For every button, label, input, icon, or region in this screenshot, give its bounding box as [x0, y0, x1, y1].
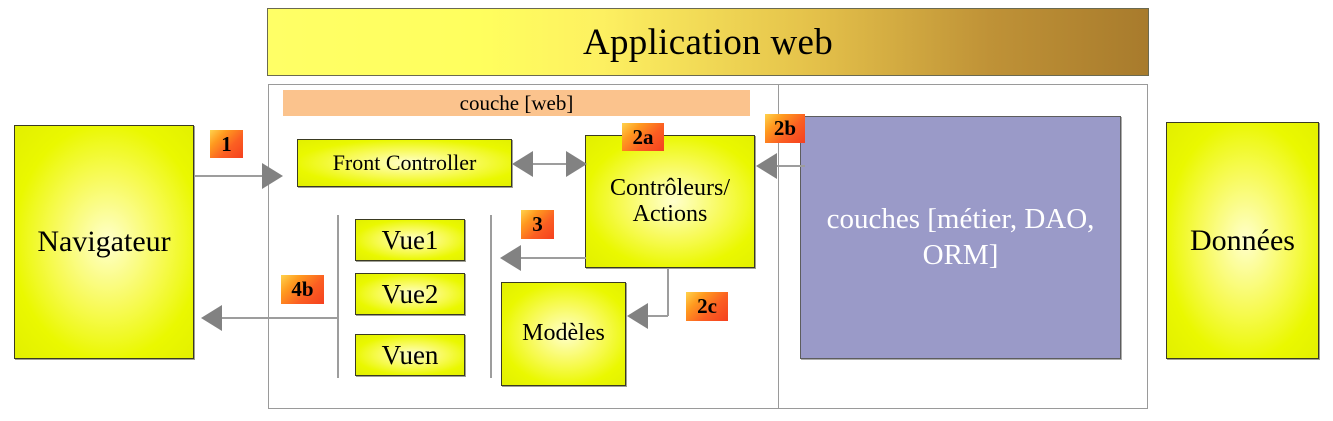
step-badge-2a: 2a: [622, 123, 664, 151]
container-vertical-divider: [778, 84, 780, 409]
connector-4b-arrowhead: [201, 305, 222, 331]
step-badge-2c: 2c: [686, 292, 728, 321]
modeles-label: Modèles: [522, 320, 605, 347]
controleurs-actions-box: Contrôleurs/ Actions: [585, 135, 755, 268]
vue2-box: Vue2: [355, 273, 465, 315]
connector-2c-vertical: [667, 268, 669, 316]
connector-2c-horizontal: [646, 315, 668, 317]
front-controller-box: Front Controller: [297, 139, 512, 187]
views-group-right-rail: [490, 215, 492, 378]
vue2-label: Vue2: [381, 278, 439, 309]
step-badge-4b: 4b: [281, 275, 324, 304]
modeles-box: Modèles: [501, 282, 626, 386]
couches-label-line2: [métier, DAO,: [927, 203, 1095, 236]
navigateur-label: Navigateur: [37, 225, 171, 259]
application-web-title-bar: Application web: [267, 8, 1149, 76]
navigateur-box: Navigateur: [14, 125, 194, 359]
vue1-box: Vue1: [355, 219, 465, 261]
controleurs-label-line1: Contrôleurs/: [610, 175, 730, 202]
donnees-box: Données: [1166, 122, 1319, 359]
connector-2a-arrowhead-right: [566, 151, 587, 177]
connector-2a-arrowhead-left: [512, 151, 533, 177]
vuen-box: Vuen: [355, 334, 465, 376]
couches-metier-dao-orm-box: couches [métier, DAO, ORM]: [800, 116, 1121, 359]
application-web-title-label: Application web: [582, 21, 834, 63]
connector-2b-line: [775, 165, 805, 167]
connector-2a-line: [528, 163, 572, 166]
step-badge-2b-label: 2b: [773, 116, 797, 140]
web-layer-label: couche [web]: [459, 90, 574, 115]
vuen-label: Vuen: [381, 339, 439, 370]
connector-1-line: [194, 175, 276, 177]
step-badge-2a-label: 2a: [632, 124, 654, 149]
connector-4b-line: [222, 317, 338, 319]
views-group-left-rail: [337, 215, 339, 378]
connector-3-arrowhead: [500, 245, 521, 271]
controleurs-label-line2: Actions: [632, 200, 708, 227]
step-badge-3: 3: [521, 210, 554, 239]
front-controller-label: Front Controller: [332, 150, 477, 176]
connector-1-arrowhead: [262, 163, 283, 189]
step-badge-1-label: 1: [221, 131, 232, 156]
step-badge-3-label: 3: [532, 212, 543, 236]
step-badge-1: 1: [210, 130, 243, 158]
step-badge-2c-label: 2c: [697, 294, 717, 318]
step-badge-4b-label: 4b: [291, 277, 314, 301]
vue1-label: Vue1: [381, 224, 439, 255]
web-layer-bar: couche [web]: [283, 90, 750, 116]
couches-label-line1: couches: [826, 203, 920, 236]
step-badge-2b: 2b: [765, 114, 805, 143]
connector-3-line: [520, 257, 586, 259]
connector-2c-arrowhead: [627, 303, 648, 329]
donnees-label: Données: [1190, 223, 1295, 257]
connector-2b-arrowhead: [756, 153, 777, 179]
couches-label-line3: ORM]: [922, 238, 999, 271]
